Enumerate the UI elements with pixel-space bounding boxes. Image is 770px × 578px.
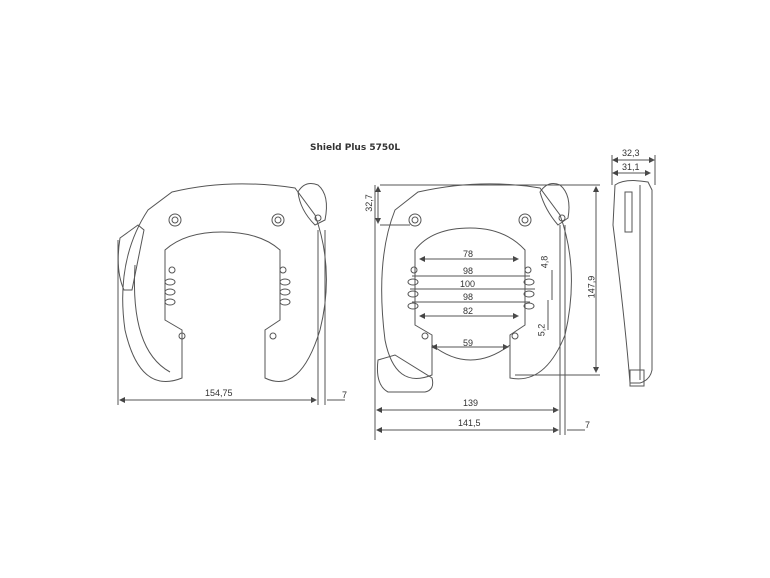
dim-width-inner: 139 [463, 398, 479, 408]
dim-depth-outer: 32,3 [622, 148, 640, 158]
dim-inner-82: 82 [463, 306, 474, 316]
dim-hole-spacing-top: 4,8 [539, 255, 550, 269]
left-lock-body [117, 183, 327, 383]
dim-opening: 59 [463, 338, 474, 348]
dim-hole-spacing-bottom: 5,2 [536, 323, 547, 337]
dim-inner-98b: 98 [463, 292, 474, 302]
dim-left-width: 154,75 [205, 388, 233, 398]
dim-inner-78: 78 [463, 249, 474, 259]
dim-inner-100: 100 [460, 279, 476, 289]
dim-top-height: 32,7 [363, 194, 374, 212]
dim-inner-98a: 98 [463, 266, 474, 276]
center-lock-body [377, 183, 572, 393]
dim-depth-inner: 31,1 [622, 162, 640, 172]
dim-width-outer: 141,5 [458, 418, 481, 428]
drawing-title: Shield Plus 5750L [310, 143, 401, 153]
side-view-body [612, 180, 653, 387]
dim-height: 147,9 [586, 275, 597, 299]
dim-center-offset: 7 [585, 420, 591, 430]
dim-left-offset: 7 [342, 390, 348, 400]
